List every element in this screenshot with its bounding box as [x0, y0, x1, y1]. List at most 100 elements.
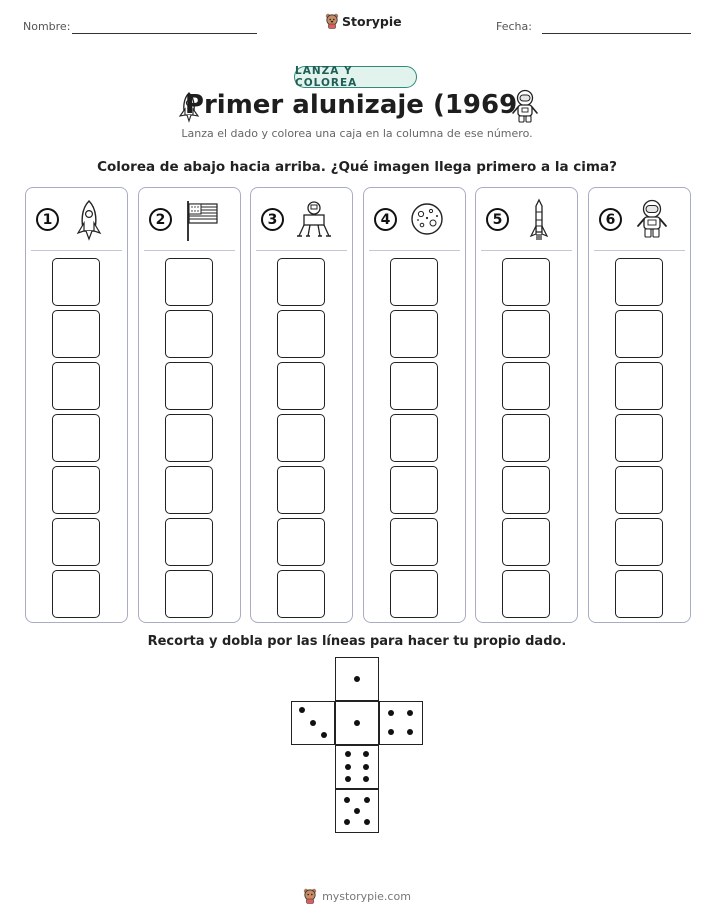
color-box[interactable] [502, 310, 550, 358]
color-box[interactable] [390, 414, 438, 462]
die-pip [362, 776, 369, 783]
color-box[interactable] [277, 518, 325, 566]
die-face-6 [335, 745, 379, 789]
color-box[interactable] [502, 518, 550, 566]
color-box[interactable] [277, 310, 325, 358]
color-box[interactable] [52, 362, 100, 410]
page-subtitle: Lanza el dado y colorea una caja en la c… [181, 127, 533, 140]
die-pip [320, 732, 327, 739]
die-pip [343, 796, 350, 803]
die-pip [298, 707, 305, 714]
column-2: 2 [138, 187, 241, 623]
color-box[interactable] [52, 310, 100, 358]
die-pip [363, 818, 370, 825]
column-5: 5 [475, 187, 578, 623]
die-pip [362, 763, 369, 770]
column-number: 6 [599, 208, 622, 231]
column-number: 5 [486, 208, 509, 231]
bear-icon [303, 888, 317, 904]
die-pip [344, 763, 351, 770]
color-box[interactable] [52, 570, 100, 618]
bear-icon [325, 13, 339, 29]
color-box[interactable] [277, 466, 325, 514]
color-box[interactable] [390, 466, 438, 514]
column-header: 4 [364, 188, 465, 250]
color-box[interactable] [390, 310, 438, 358]
column-6: 6 [588, 187, 691, 623]
color-box[interactable] [165, 518, 213, 566]
color-box[interactable] [277, 258, 325, 306]
column-number: 2 [149, 208, 172, 231]
column-header: 5 [476, 188, 577, 250]
color-box[interactable] [615, 310, 663, 358]
die-pip [388, 710, 395, 717]
column-number: 3 [261, 208, 284, 231]
brand-name: Storypie [342, 13, 402, 29]
color-box[interactable] [502, 362, 550, 410]
column-1: 1 [25, 187, 128, 623]
die-pip [353, 675, 360, 682]
color-box[interactable] [277, 570, 325, 618]
color-box[interactable] [165, 466, 213, 514]
column-number: 4 [374, 208, 397, 231]
die-pip [309, 719, 316, 726]
die-pip [344, 776, 351, 783]
die-face-5 [335, 789, 379, 833]
column-header: 3 [251, 188, 352, 250]
column-header: 6 [589, 188, 690, 250]
date-label: Fecha: [496, 20, 532, 33]
color-box[interactable] [52, 258, 100, 306]
die-pip [353, 807, 360, 814]
column-4: 4 [363, 187, 466, 623]
instruction-text: Colorea de abajo hacia arriba. ¿Qué imag… [97, 159, 617, 175]
saturn-v-rocket-icon [529, 198, 549, 240]
die-face-1 [335, 657, 379, 701]
die-pip [407, 729, 414, 736]
color-box[interactable] [502, 570, 550, 618]
color-box[interactable] [52, 518, 100, 566]
die-pip [362, 751, 369, 758]
color-box[interactable] [390, 570, 438, 618]
color-box[interactable] [52, 466, 100, 514]
die-pip [363, 796, 370, 803]
lunar-module-icon [297, 201, 331, 237]
column-divider [594, 250, 685, 251]
color-box[interactable] [390, 258, 438, 306]
color-box[interactable] [615, 570, 663, 618]
color-box[interactable] [615, 518, 663, 566]
column-number: 1 [36, 208, 59, 231]
column-divider [256, 250, 347, 251]
die-pip [388, 729, 395, 736]
die-face-1 [335, 701, 379, 745]
color-box[interactable] [502, 466, 550, 514]
color-box[interactable] [502, 258, 550, 306]
color-box[interactable] [390, 362, 438, 410]
color-box[interactable] [615, 414, 663, 462]
name-line[interactable] [72, 33, 257, 34]
color-box[interactable] [165, 570, 213, 618]
color-box[interactable] [502, 414, 550, 462]
color-box[interactable] [615, 466, 663, 514]
color-box[interactable] [165, 414, 213, 462]
date-line[interactable] [542, 33, 691, 34]
color-box[interactable] [615, 362, 663, 410]
column-header: 1 [26, 188, 127, 250]
color-box[interactable] [615, 258, 663, 306]
color-box[interactable] [52, 414, 100, 462]
column-divider [369, 250, 460, 251]
astronaut-icon [512, 89, 538, 123]
die-face-3 [291, 701, 335, 745]
die-pip [353, 719, 360, 726]
die-face-4 [379, 701, 423, 745]
color-box[interactable] [390, 518, 438, 566]
color-box[interactable] [165, 258, 213, 306]
color-box[interactable] [277, 362, 325, 410]
footer-url[interactable]: mystorypie.com [322, 889, 411, 903]
color-box[interactable] [165, 362, 213, 410]
column-divider [31, 250, 122, 251]
color-box[interactable] [277, 414, 325, 462]
us-flag-icon [187, 201, 218, 241]
color-box[interactable] [165, 310, 213, 358]
astronaut-icon [637, 199, 667, 238]
brand-logo: Storypie [325, 13, 402, 29]
